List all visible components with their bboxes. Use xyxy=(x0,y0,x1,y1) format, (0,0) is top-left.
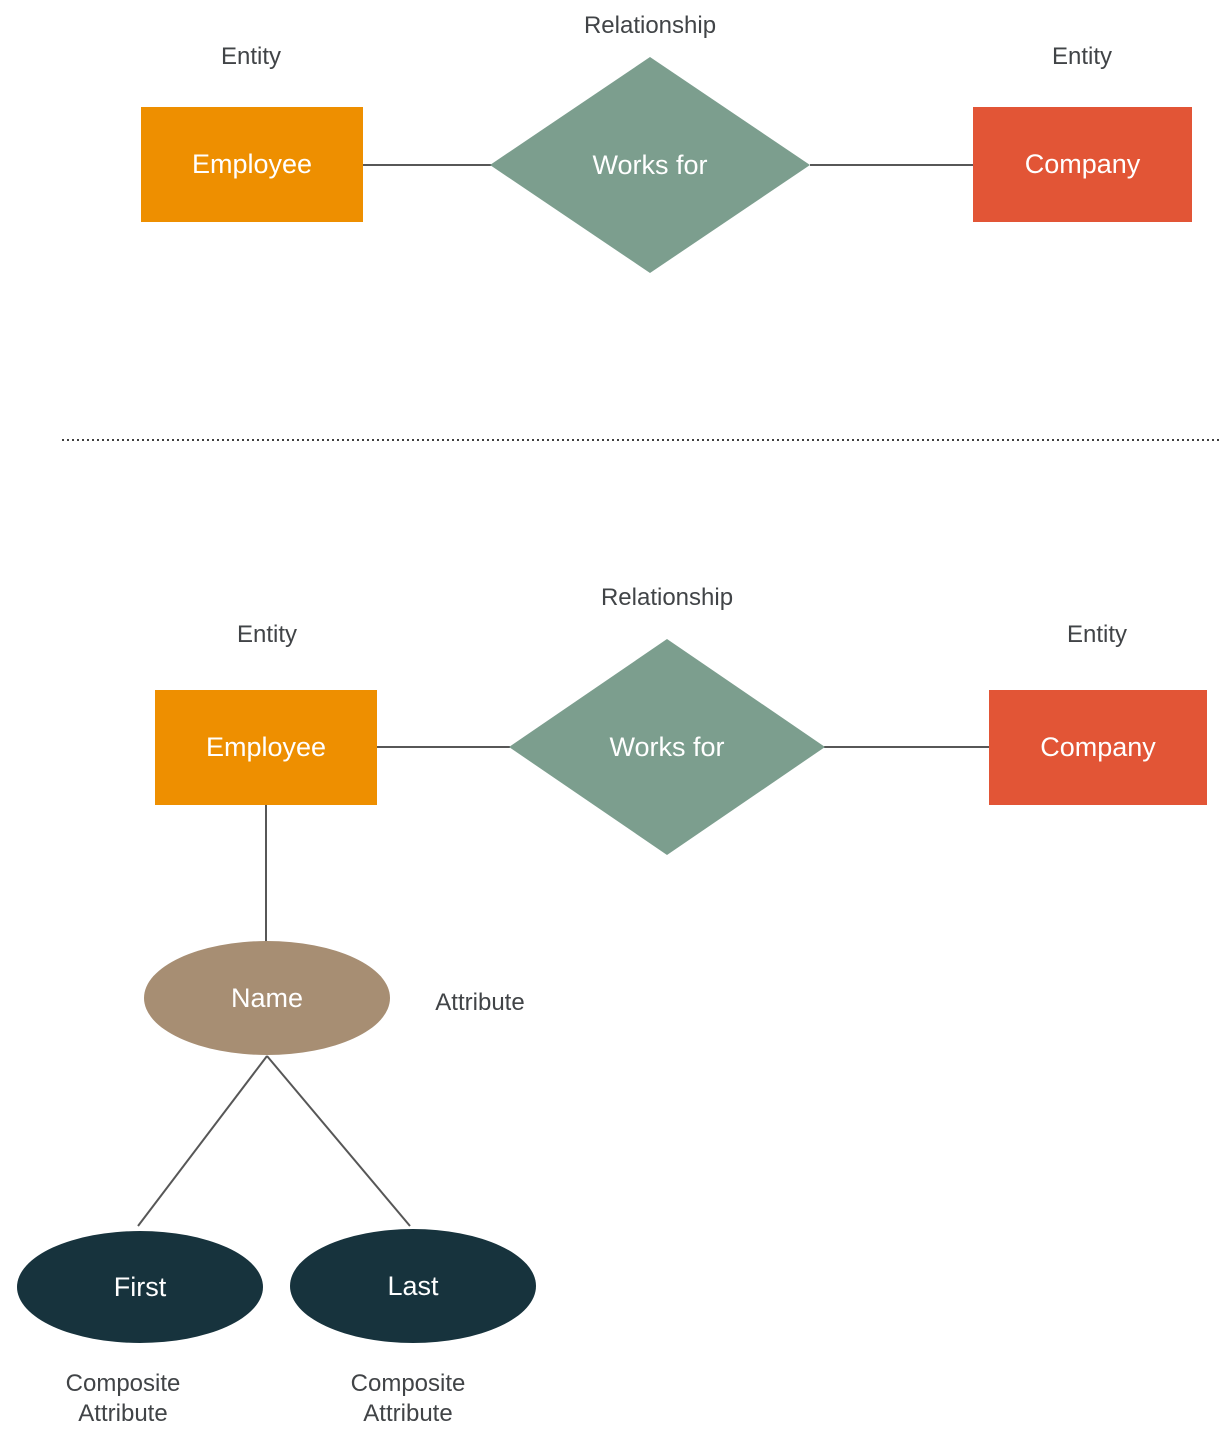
bottom-left-entity-label: Entity xyxy=(236,621,298,648)
bottom-relationship-label: Relationship xyxy=(600,584,734,611)
first-composite-attribute-label: Composite Attribute xyxy=(65,1370,181,1427)
attribute-label: Attribute xyxy=(435,989,525,1016)
top-relationship-label: Relationship xyxy=(583,12,717,39)
dotted-divider xyxy=(62,439,1222,441)
top-company-entity-text: Company xyxy=(1024,149,1141,179)
bottom-company-entity-text: Company xyxy=(1040,732,1156,762)
bottom-company-entity: Company xyxy=(989,690,1207,805)
name-to-last-line xyxy=(266,1055,411,1227)
bottom-employee-entity-text: Employee xyxy=(205,732,327,762)
bottom-right-entity-label: Entity xyxy=(1066,621,1128,648)
top-worksfor-relationship: Works for xyxy=(490,57,810,273)
top-employee-entity-text: Employee xyxy=(191,149,313,179)
top-worksfor-relationship-text: Works for xyxy=(592,149,708,180)
top-employee-entity: Employee xyxy=(141,107,363,222)
top-left-entity-label: Entity xyxy=(220,43,282,70)
first-composite-attribute-ellipse: First xyxy=(17,1231,263,1343)
last-composite-attribute-label: Composite Attribute xyxy=(350,1370,466,1427)
bottom-worksfor-relationship: Works for xyxy=(509,639,825,855)
first-composite-attribute-text: First xyxy=(113,1271,167,1302)
name-attribute-ellipse: Name xyxy=(144,941,390,1055)
bottom-worksfor-relationship-text: Works for xyxy=(609,731,725,762)
name-attribute-text: Name xyxy=(230,982,304,1013)
last-composite-attribute-ellipse: Last xyxy=(290,1229,536,1343)
name-to-first-line xyxy=(137,1055,268,1227)
top-right-entity-label: Entity xyxy=(1051,43,1113,70)
top-company-entity: Company xyxy=(973,107,1192,222)
last-composite-attribute-text: Last xyxy=(387,1270,439,1301)
bottom-employee-entity: Employee xyxy=(155,690,377,805)
